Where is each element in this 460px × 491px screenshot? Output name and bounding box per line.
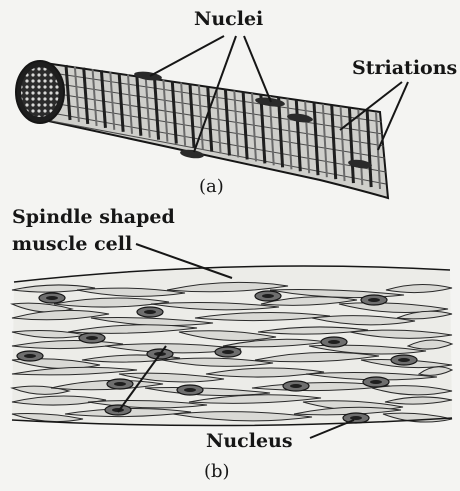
nucleus-chromatin	[144, 310, 156, 314]
nucleus-chromatin	[290, 384, 302, 388]
nucleus-chromatin	[398, 358, 410, 362]
striations-label: Striations	[352, 57, 457, 80]
nucleus-chromatin	[46, 296, 58, 300]
smooth-muscle-tissue	[12, 266, 452, 426]
fiber-end-cross-section	[16, 61, 64, 123]
nucleus-chromatin	[350, 416, 362, 420]
nucleus-chromatin	[86, 336, 98, 340]
spindle-cell-label-line1: Spindle shaped	[12, 206, 175, 229]
nuclei-label: Nuclei	[194, 8, 263, 31]
nucleus-chromatin	[370, 380, 382, 384]
nucleus-chromatin	[368, 298, 380, 302]
panel-b-caption: (b)	[204, 461, 230, 483]
spindle-cell-label-line2: muscle cell	[12, 233, 132, 256]
nucleus-chromatin	[222, 350, 234, 354]
nucleus-chromatin	[24, 354, 36, 358]
nucleus-chromatin	[328, 340, 340, 344]
nucleus-chromatin	[114, 382, 126, 386]
nucleus-chromatin	[262, 294, 274, 298]
panel-a-caption: (a)	[199, 176, 224, 198]
nucleus-label: Nucleus	[206, 430, 293, 453]
nucleus-chromatin	[184, 388, 196, 392]
